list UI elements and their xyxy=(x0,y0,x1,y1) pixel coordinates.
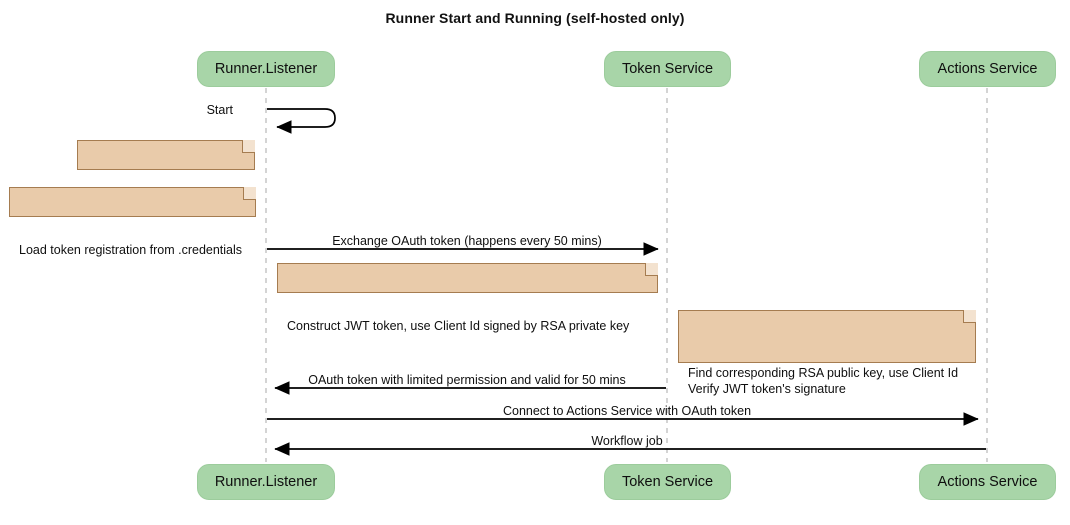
message-label-exchange-oauth-token: Exchange OAuth token (happens every 50 m… xyxy=(332,234,602,248)
note-text: Load token registration from .credential… xyxy=(19,243,243,257)
note-text: Construct JWT token, use Client Id signe… xyxy=(287,319,630,333)
message-label-oauth-token-returned: OAuth token with limited permission and … xyxy=(308,373,626,387)
diagram-title: Runner Start and Running (self-hosted on… xyxy=(385,10,685,26)
note-verify-jwt-signature: Find corresponding RSA public key, use C… xyxy=(678,310,976,396)
note-fold-corner-icon xyxy=(243,187,256,200)
lifelines xyxy=(265,88,988,462)
participant-label: Actions Service xyxy=(937,61,1038,77)
participant-label: Runner.Listener xyxy=(214,61,318,77)
note-fold-corner-icon xyxy=(963,310,976,323)
note-fold-corner-icon xyxy=(645,263,658,276)
participant-head-token-service[interactable]: Token Service xyxy=(604,51,731,87)
participant-foot-token-service[interactable]: Token Service xyxy=(604,464,731,500)
note-load-token-registration: Load token registration from .credential… xyxy=(9,187,256,257)
message-label-start: Start xyxy=(206,103,233,117)
participant-head-actions-service[interactable]: Actions Service xyxy=(919,51,1056,87)
participant-label: Token Service xyxy=(621,61,714,77)
message-label-connect-to-actions-service: Connect to Actions Service with OAuth to… xyxy=(502,404,752,418)
note-text: Find corresponding RSA public key, use C… xyxy=(688,366,959,396)
participant-label: Token Service xyxy=(621,474,714,490)
participant-label: Actions Service xyxy=(937,474,1038,490)
note-construct-jwt-token: Construct JWT token, use Client Id signe… xyxy=(277,263,658,333)
participant-foot-actions-service[interactable]: Actions Service xyxy=(919,464,1056,500)
participant-foot-runner-listener[interactable]: Runner.Listener xyxy=(197,464,335,500)
participant-label: Runner.Listener xyxy=(214,474,318,490)
message-arrow-start xyxy=(267,108,336,134)
note-load-config-info: Load config info from .runner xyxy=(77,140,255,210)
note-fold-corner-icon xyxy=(242,140,255,153)
message-label-workflow-job: Workflow job xyxy=(591,434,663,448)
participant-head-runner-listener[interactable]: Runner.Listener xyxy=(197,51,335,87)
